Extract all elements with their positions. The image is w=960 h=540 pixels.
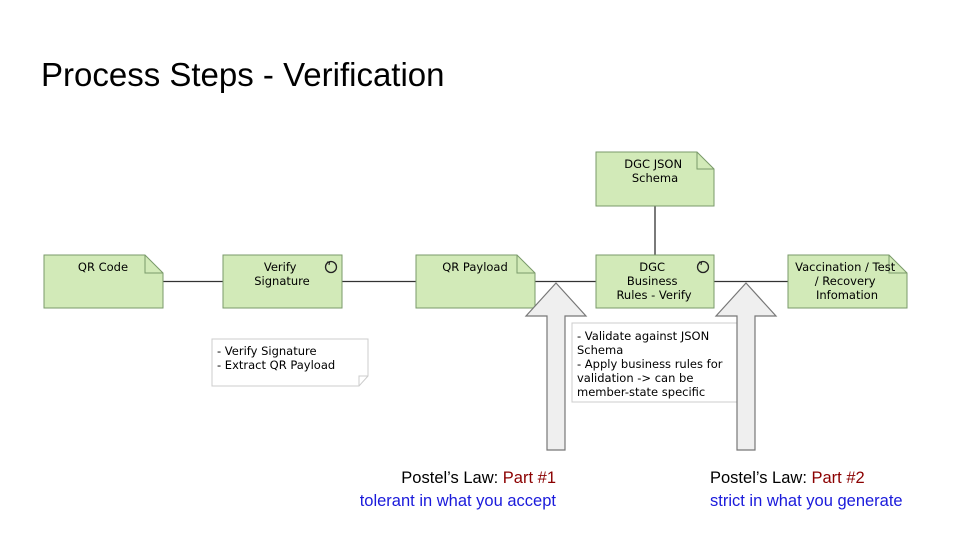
note-verify-signature: - Verify Signature - Extract QR Payload (211, 338, 369, 387)
up-arrow-part2-icon (714, 282, 778, 451)
postel-part-label: Part #2 (811, 469, 865, 487)
note-line: - Verify Signature (217, 344, 317, 358)
svg-text:QR Code: QR Code (78, 260, 128, 274)
note-fold-icon (358, 375, 368, 386)
node-label: DGC JSON (624, 157, 682, 171)
node-label: Schema (632, 171, 678, 185)
folded-corner-icon (888, 255, 907, 274)
node-label: Vaccination / Test (795, 260, 896, 274)
svg-text:Verify Signature: Verify Signature (254, 260, 309, 288)
postel-part-label: Part #1 (502, 469, 556, 487)
up-arrow-part1-icon (524, 282, 588, 451)
postel-law-heading: Postel’s Law: Part #1 (360, 467, 556, 490)
process-circle-icon (324, 260, 338, 274)
svg-text:- Validate against JSON: - Validate against JSON Schema - Apply b… (577, 329, 726, 399)
postel-law-part1: Postel’s Law: Part #1 tolerant in what y… (360, 467, 556, 513)
node-dgc-json-schema[interactable]: DGC JSON Schema (595, 151, 715, 207)
svg-text:DGC Business Rules: DGC Business Rules - Verify (616, 260, 691, 302)
node-label: Verify (264, 260, 297, 274)
node-label: DGC (639, 260, 665, 274)
svg-text:- Verify Signature - Ext: - Verify Signature - Extract QR Payload (217, 344, 335, 372)
node-dgc-business-rules[interactable]: DGC Business Rules - Verify (595, 254, 715, 309)
node-label: QR Payload (442, 260, 508, 274)
node-label: / Recovery (815, 274, 876, 288)
node-label: Business (627, 274, 678, 288)
node-label: QR Code (78, 260, 128, 274)
node-vaccination-information[interactable]: Vaccination / Test / Recovery Infomation (787, 254, 908, 309)
postel-law-part2: Postel’s Law: Part #2 strict in what you… (710, 467, 903, 513)
process-circle-icon (696, 260, 710, 274)
node-label: Infomation (816, 288, 878, 302)
svg-text:DGC JSON Schema: DGC JSON Schema (624, 157, 685, 185)
postel-law-description: tolerant in what you accept (359, 492, 556, 510)
page-title: Process Steps - Verification (41, 56, 445, 93)
node-qr-payload[interactable]: QR Payload (415, 254, 536, 309)
postel-law-description: strict in what you generate (710, 492, 903, 510)
postel-law-prefix: Postel’s Law: (401, 469, 503, 487)
note-line: Schema (577, 343, 623, 357)
folded-corner-icon (144, 255, 163, 274)
note-line: validation -> can be (577, 371, 693, 385)
postel-law-prefix: Postel’s Law: (710, 469, 812, 487)
note-line: - Extract QR Payload (217, 358, 335, 372)
note-line: member-state specific (577, 385, 705, 399)
folded-corner-icon (696, 152, 714, 170)
postel-law-heading: Postel’s Law: Part #2 (710, 467, 903, 490)
note-business-rules: - Validate against JSON Schema - Apply b… (571, 322, 756, 403)
note-line: - Apply business rules for (577, 357, 723, 371)
svg-text:Vaccination / Test / Rec: Vaccination / Test / Recovery Infomation (795, 260, 899, 302)
note-line: - Validate against JSON (577, 329, 709, 343)
folded-corner-icon (516, 255, 535, 274)
node-label: Signature (254, 274, 309, 288)
node-verify-signature[interactable]: Verify Signature (222, 254, 343, 309)
connectors (163, 206, 788, 283)
svg-text:QR Payload: QR Payload (442, 260, 508, 274)
node-label: Rules - Verify (616, 288, 691, 302)
node-qr-code[interactable]: QR Code (43, 254, 164, 309)
